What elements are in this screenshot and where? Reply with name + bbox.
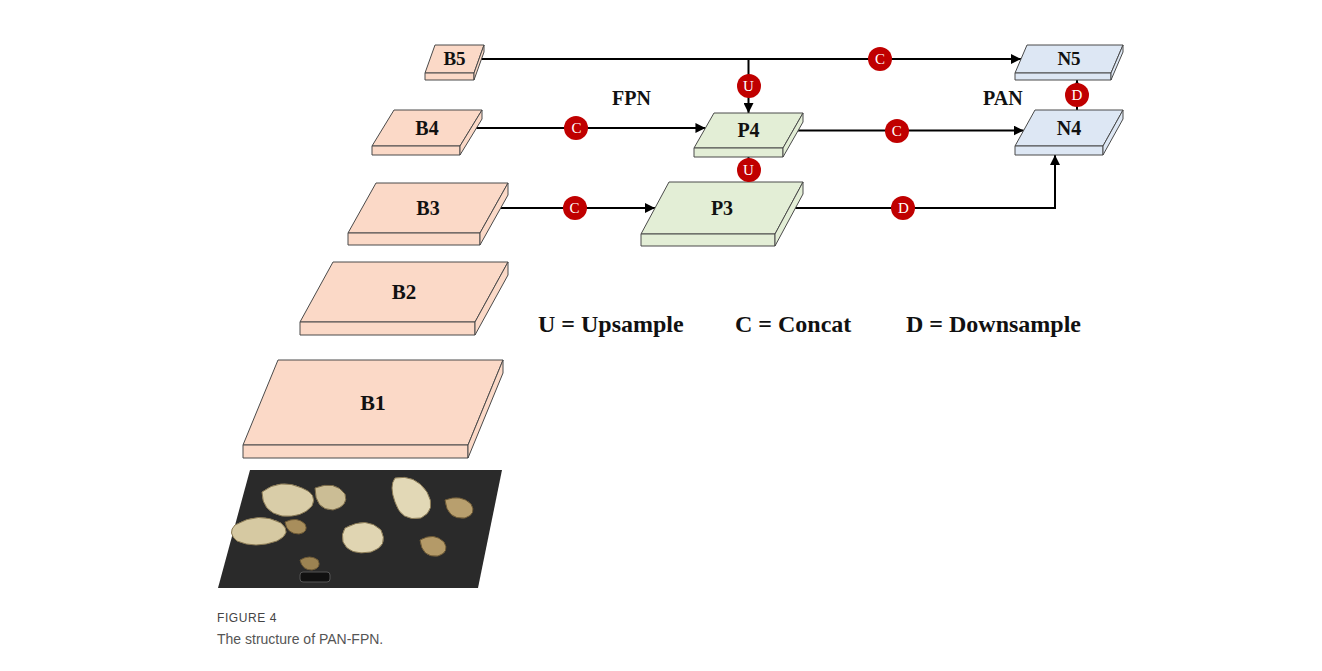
mushroom-slice [420,536,446,556]
figure-caption: The structure of PAN-FPN. [217,631,383,647]
slab-face [468,360,503,458]
legend-note: D = Downsample [906,311,1081,338]
slab-face [775,182,803,246]
operation-badge: U [737,158,761,182]
connector-arrow [789,155,1055,208]
slab-face [425,73,474,80]
feature-map-slab: N4 [1015,110,1123,155]
operation-badge: C [868,47,892,71]
slab-face [372,146,460,155]
feature-map-slab: N5 [1015,45,1123,80]
feature-map-slab: B5 [425,45,484,80]
node-label: P4 [694,113,803,148]
node-label: P3 [641,182,803,234]
legend-note: U = Upsample [538,311,684,338]
group-heading: FPN [612,87,651,110]
mushroom-slice [262,484,314,516]
node-label: N4 [1015,110,1123,146]
mushroom-slice [231,517,286,545]
feature-map-slab: B4 [372,110,482,155]
slab-face [474,45,484,80]
feature-map-slab: P4 [694,113,803,157]
figure-number: FIGURE 4 [217,611,277,625]
operation-badge: C [564,116,588,140]
node-label: B5 [425,45,484,73]
operation-badge: D [1065,83,1089,107]
mushroom-slice [342,522,383,552]
operation-badge: C [563,196,587,220]
feature-map-slab: B2 [300,262,508,335]
mushroom-slice [445,498,473,518]
mushroom-slice [285,519,306,534]
slab-face [1015,146,1103,155]
slab-face [1111,45,1123,80]
node-label: B2 [300,262,508,322]
slab-face [1015,73,1111,80]
slab-face [1015,45,1123,73]
connector-arrow [479,59,749,113]
node-label: B4 [372,110,482,146]
feature-map-slab: B1 [243,360,503,458]
tray-handle [300,572,330,582]
group-heading: PAN [983,87,1023,110]
feature-map-slab: P3 [641,182,803,246]
slab-face [1103,110,1123,155]
node-label: B1 [243,360,503,445]
slab-face [243,445,468,458]
operation-badge: C [885,119,909,143]
slab-face [243,360,503,445]
slab-face [783,113,803,157]
slab-face [460,110,482,155]
operation-badge: U [737,74,761,98]
legend-note: C = Concat [735,311,851,338]
mushroom-slice [392,477,431,518]
feature-map-slab: B3 [348,183,508,245]
mushroom-slice [300,557,319,570]
node-label: B3 [348,183,508,233]
slab-face [475,262,508,335]
mushroom-slice [315,485,346,510]
slab-face [300,322,475,335]
slab-face [348,233,480,245]
slab-face [480,183,508,245]
node-label: N5 [1015,45,1123,73]
slab-face [300,262,508,322]
tray [218,470,502,588]
slab-face [641,234,775,246]
slab-face [694,148,783,157]
operation-badge: D [891,196,915,220]
